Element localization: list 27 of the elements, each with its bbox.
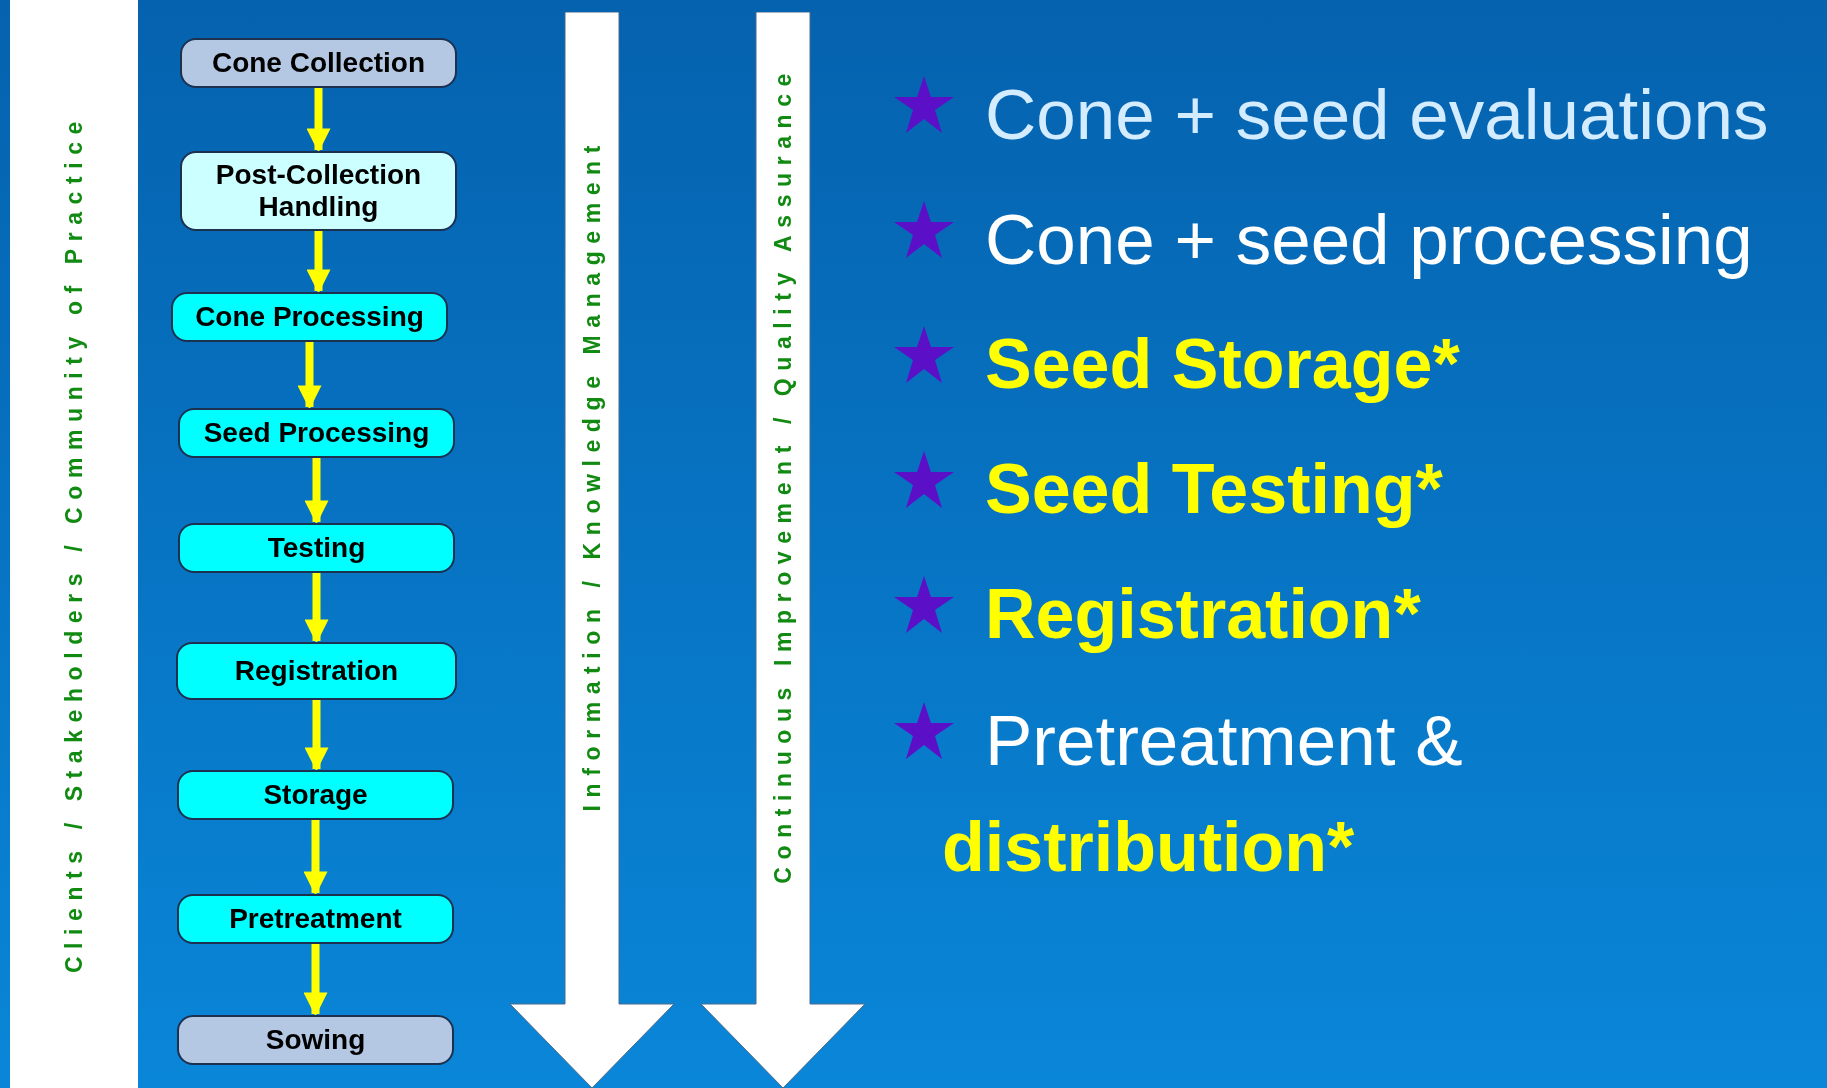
bullet-text: Registration*: [985, 574, 1421, 655]
bullet-text: Cone + seed processing: [985, 199, 1753, 281]
process-box: Post-Collection Handling: [180, 151, 457, 231]
arrow: [303, 944, 328, 1017]
vertical-label: Continuous Improvement / Quality Assurance: [765, 66, 801, 884]
process-box: Cone Processing: [171, 292, 448, 342]
vertical-label: Information / Knowledge Management: [574, 138, 610, 812]
bullet-text: Cone + seed evaluations: [985, 74, 1769, 156]
arrow: [304, 458, 329, 525]
bullet-text: Seed Testing*: [985, 449, 1443, 530]
process-box: Pretreatment: [177, 894, 454, 944]
arrow: [297, 342, 322, 410]
vertical-label: Clients / Stakeholders / Community of Practice: [56, 114, 92, 974]
arrow: [306, 88, 331, 153]
arrow: [304, 573, 329, 644]
process-box: Registration: [176, 642, 457, 700]
bullet-text: distribution*: [942, 807, 1355, 888]
arrow: [303, 820, 328, 896]
bullet-text: Pretreatment &: [985, 700, 1463, 782]
process-box: Seed Processing: [178, 408, 455, 458]
process-box: Cone Collection: [180, 38, 457, 88]
arrow: [306, 231, 331, 294]
process-box: Sowing: [177, 1015, 454, 1065]
process-box: Storage: [177, 770, 454, 820]
arrow: [304, 700, 329, 772]
bullet-text: Seed Storage*: [985, 324, 1460, 405]
process-box: Testing: [178, 523, 455, 573]
